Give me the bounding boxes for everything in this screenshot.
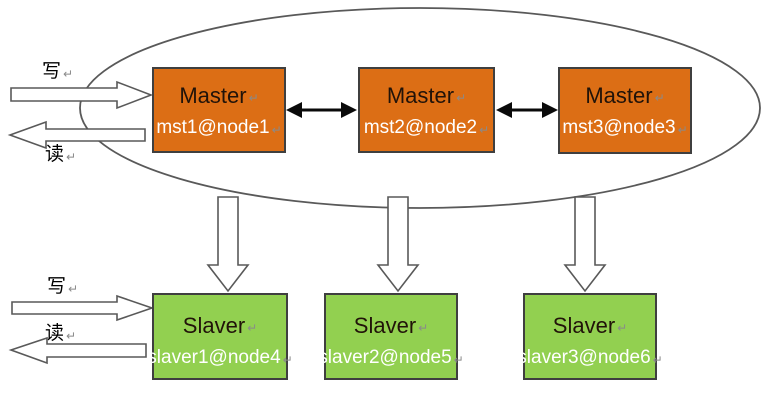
master1-master2-link-arrow — [286, 102, 357, 118]
paragraph-mark: ↵ — [652, 353, 663, 367]
slave-node-1: Slaver ↵ slaver1@node4 ↵ — [147, 293, 293, 380]
master-1-node-id: mst1@node1 — [156, 117, 270, 138]
master-cluster-ellipse — [79, 7, 761, 209]
write-label-masters: 写 ↵ — [42, 62, 73, 82]
paragraph-mark: ↵ — [456, 91, 467, 105]
read-label-masters: 读 ↵ — [45, 145, 76, 165]
write-label-slaves: 写 ↵ — [47, 277, 78, 297]
master-3-title-row: Master ↵ — [585, 83, 664, 109]
master-3-title: Master — [585, 83, 653, 108]
write-label-text: 写 — [42, 61, 62, 82]
master-2-title-row: Master ↵ — [387, 83, 466, 109]
slave-node-2: Slaver ↵ slaver2@node5 ↵ — [318, 293, 464, 380]
slave-2-title-row: Slaver ↵ — [354, 313, 428, 339]
paragraph-mark: ↵ — [677, 123, 688, 137]
read-arrow-masters — [7, 120, 146, 150]
master-2-node-id: mst2@node2 — [363, 117, 478, 138]
paragraph-mark: ↵ — [248, 91, 259, 105]
slave-1-title: Slaver — [182, 313, 246, 338]
paragraph-mark: ↵ — [66, 150, 77, 164]
slave-3-title-row: Slaver ↵ — [553, 313, 627, 339]
slave-3-node-id: slaver3@node6 — [517, 347, 651, 368]
paragraph-mark: ↵ — [282, 353, 293, 367]
paragraph-mark: ↵ — [247, 321, 258, 335]
master-2-title: Master — [386, 83, 455, 108]
read-label-text: 读 — [45, 323, 65, 344]
master-3-node-row: mst3@node3 ↵ — [562, 117, 687, 139]
slave-3-title: Slaver — [552, 313, 616, 338]
slave-1-title-row: Slaver ↵ — [183, 313, 257, 339]
paragraph-mark: ↵ — [271, 123, 282, 137]
read-label-text: 读 — [45, 144, 65, 165]
slave-2-node-row: slaver2@node5 ↵ — [318, 347, 463, 369]
paragraph-mark: ↵ — [66, 329, 77, 343]
paragraph-mark: ↵ — [63, 67, 74, 81]
write-arrow-masters — [10, 80, 154, 110]
slave-2-node-id: slaver2@node5 — [318, 347, 452, 368]
master-node-2: Master ↵ mst2@node2 ↵ — [358, 67, 495, 153]
paragraph-mark: ↵ — [479, 123, 490, 137]
slave-1-node-id: slaver1@node4 — [147, 347, 281, 368]
replication-arrow-2 — [376, 196, 420, 293]
paragraph-mark: ↵ — [453, 353, 464, 367]
paragraph-mark: ↵ — [418, 321, 429, 335]
master-2-node-row: mst2@node2 ↵ — [364, 117, 489, 139]
master2-master3-link-arrow — [496, 102, 558, 118]
master-1-node-row: mst1@node1 ↵ — [156, 117, 281, 139]
master-1-title-row: Master ↵ — [179, 83, 258, 109]
master-3-node-id: mst3@node3 — [562, 117, 676, 138]
replication-arrow-1 — [206, 196, 250, 293]
master-1-title: Master — [179, 83, 247, 108]
read-label-slaves: 读 ↵ — [45, 324, 76, 344]
master-node-1: Master ↵ mst1@node1 ↵ — [152, 67, 286, 153]
slave-1-node-row: slaver1@node4 ↵ — [147, 347, 292, 369]
read-arrow-slaves — [8, 336, 147, 365]
paragraph-mark: ↵ — [617, 321, 628, 335]
paragraph-mark: ↵ — [654, 91, 665, 105]
write-label-text: 写 — [47, 276, 67, 297]
paragraph-mark: ↵ — [68, 282, 79, 296]
slave-3-node-row: slaver3@node6 ↵ — [517, 347, 662, 369]
slave-node-3: Slaver ↵ slaver3@node6 ↵ — [517, 293, 663, 380]
replication-arrow-3 — [563, 196, 607, 293]
master-node-3: Master ↵ mst3@node3 ↵ — [558, 67, 692, 154]
slave-2-title: Slaver — [353, 313, 417, 338]
write-arrow-slaves — [11, 294, 155, 322]
